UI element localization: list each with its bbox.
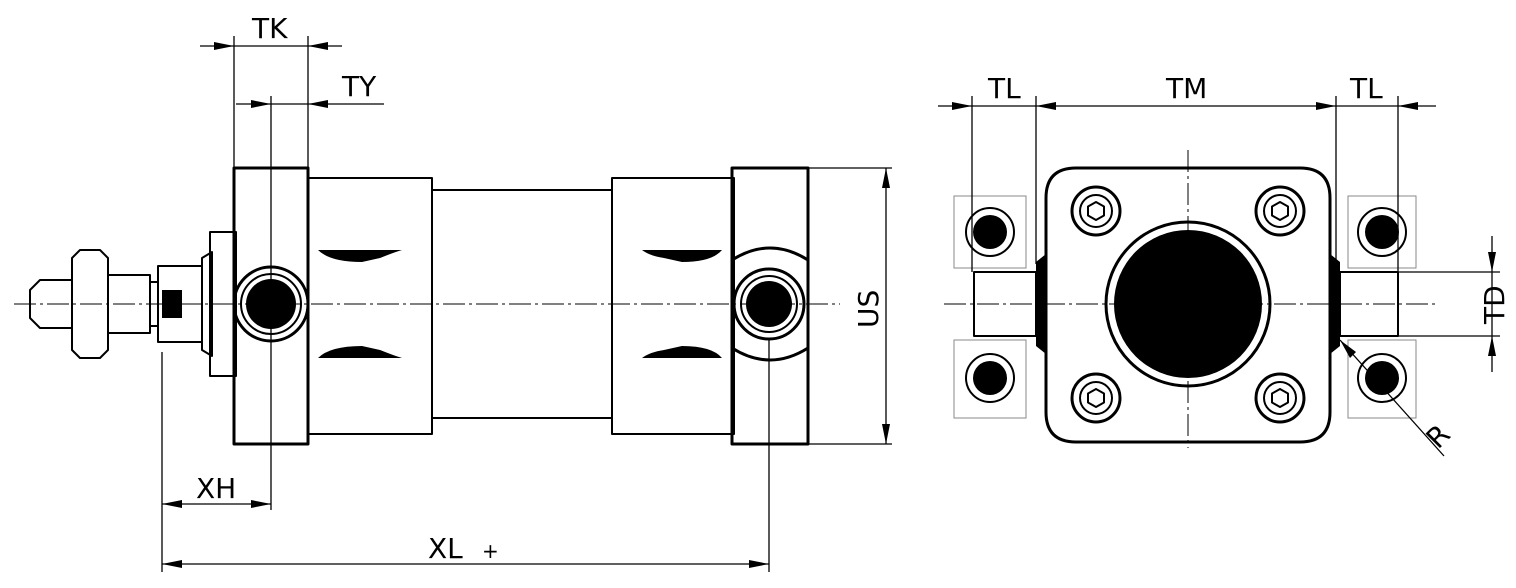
rear-end-cap bbox=[730, 166, 810, 446]
dim-xh: XH bbox=[162, 472, 271, 508]
side-view: TK TY XH XL + US bbox=[14, 12, 892, 572]
rod-end bbox=[29, 231, 237, 377]
front-view: TL TM TL TD R bbox=[938, 72, 1511, 457]
dim-tk: TK bbox=[200, 12, 342, 50]
front-body-outline bbox=[1044, 166, 1332, 444]
label-tm: TM bbox=[1165, 72, 1207, 105]
label-xl: XL bbox=[428, 532, 463, 565]
right-trunnion bbox=[1339, 195, 1417, 419]
dim-xl: XL + bbox=[162, 532, 769, 568]
left-trunnion bbox=[953, 195, 1037, 419]
label-tl-right: TL bbox=[1349, 72, 1383, 105]
label-r: R bbox=[1420, 418, 1457, 455]
barrel-front-shoulder bbox=[307, 177, 433, 435]
label-td: TD bbox=[1478, 285, 1511, 325]
label-us: US bbox=[852, 290, 885, 328]
tie-rod-screws bbox=[1070, 185, 1306, 424]
label-tk: TK bbox=[251, 12, 288, 45]
label-xl-plus: + bbox=[482, 539, 499, 563]
front-rod-boss bbox=[1104, 220, 1272, 388]
barrel-rear-shoulder bbox=[611, 177, 735, 435]
dim-us: US bbox=[852, 168, 890, 444]
label-xh: XH bbox=[196, 472, 236, 505]
label-ty: TY bbox=[341, 70, 377, 103]
barrel-tube bbox=[431, 189, 613, 419]
label-tl-left: TL bbox=[987, 72, 1021, 105]
dim-tl-tm-tl: TL TM TL bbox=[938, 72, 1436, 110]
dim-r: R bbox=[1339, 339, 1457, 457]
dim-td: TD bbox=[1478, 236, 1511, 372]
dim-ty: TY bbox=[236, 70, 384, 108]
